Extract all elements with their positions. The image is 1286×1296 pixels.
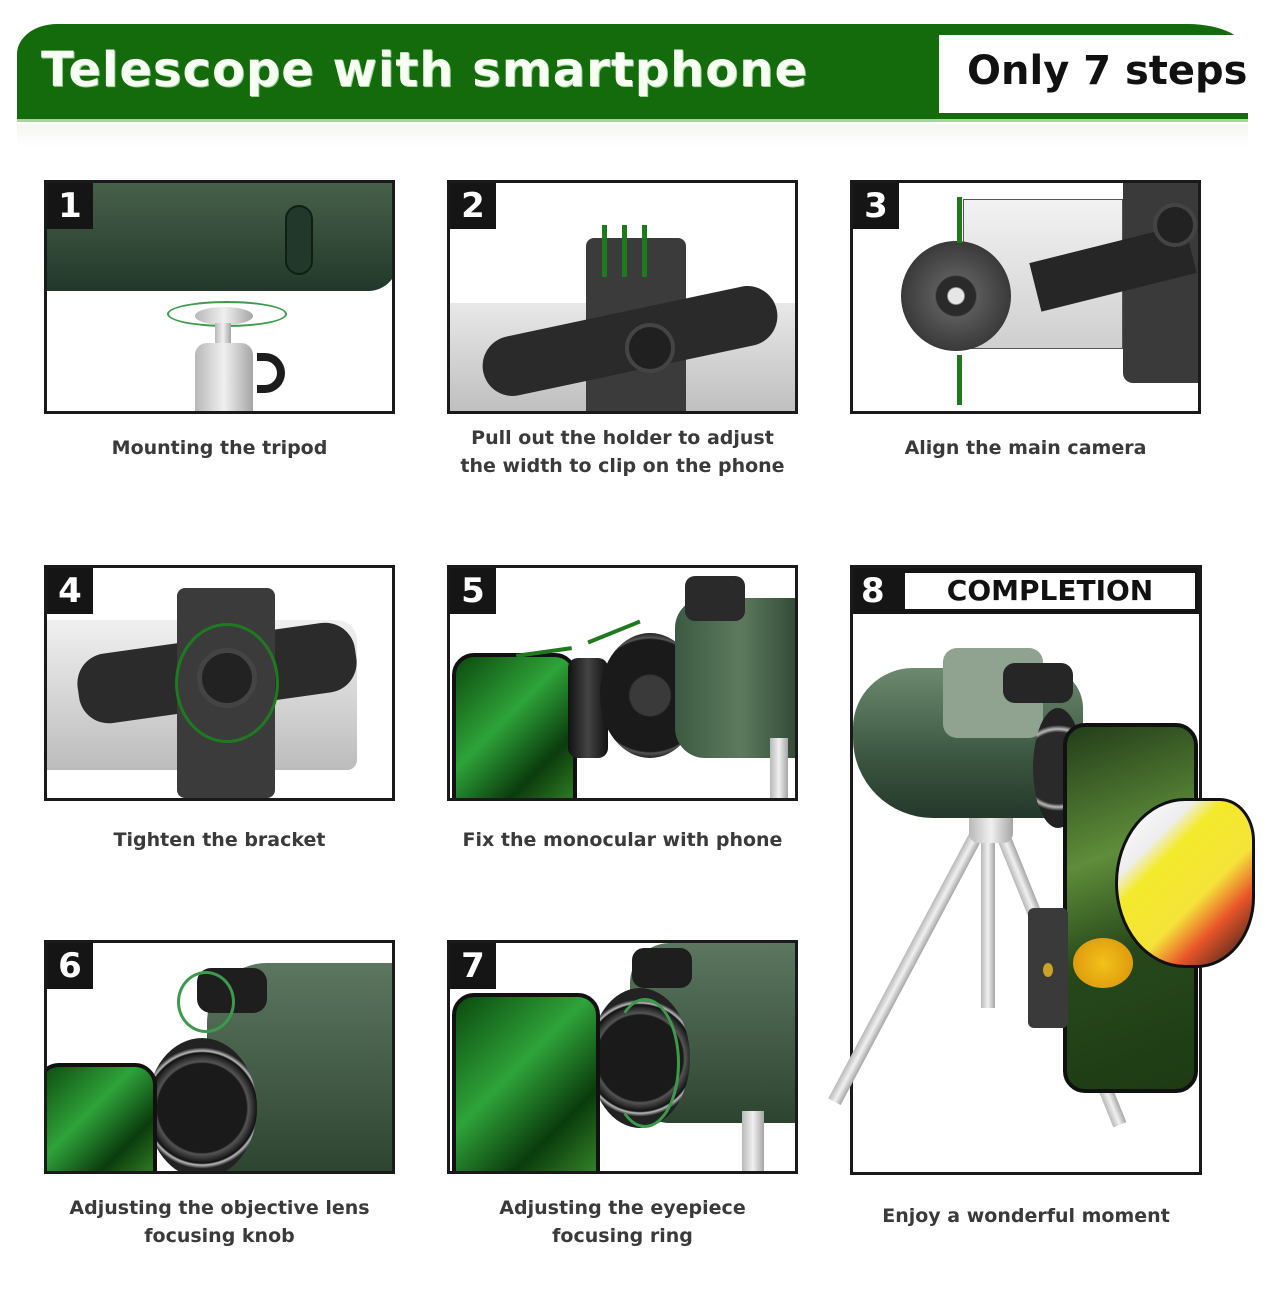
- step-5-number: 5: [450, 568, 496, 614]
- step-2-panel: 2: [447, 180, 798, 414]
- step-1-caption: Mounting the tripod: [111, 437, 328, 459]
- header-divider: [17, 124, 1248, 148]
- header-banner: Telescope with smartphone Only 7 steps: [17, 24, 1248, 122]
- steps-badge-text: Only 7 steps: [967, 48, 1248, 94]
- step-7-caption-line-1: Adjusting the eyepiece: [499, 1197, 746, 1219]
- step-6-number: 6: [47, 943, 93, 989]
- step-7-panel: 7: [447, 940, 798, 1174]
- step-8-panel: 8 COMPLETION: [828, 565, 1255, 1175]
- step-7-caption: Adjusting the eyepiece focusing ring: [447, 1194, 798, 1250]
- step-6-caption-line-2: focusing knob: [144, 1225, 295, 1247]
- step-5-panel: 5: [447, 565, 798, 801]
- eyepiece-focus-illustration: [450, 943, 795, 1171]
- page-title: Telescope with smartphone: [41, 42, 809, 98]
- step-1-number: 1: [47, 183, 93, 229]
- phone-holder-illustration: [450, 183, 795, 411]
- completion-illustration: [828, 568, 1255, 1172]
- step-7-caption-line-2: focusing ring: [552, 1225, 693, 1247]
- step-3-number: 3: [853, 183, 899, 229]
- steps-badge: Only 7 steps: [939, 35, 1248, 113]
- step-2-caption-line-2: the width to clip on the phone: [460, 455, 785, 477]
- align-camera-illustration: [853, 183, 1198, 411]
- step-6-caption: Adjusting the objective lens focusing kn…: [44, 1194, 395, 1250]
- monocular-tripod-illustration: [47, 183, 392, 411]
- step-3-panel: 3: [850, 180, 1201, 414]
- step-6-caption-line-1: Adjusting the objective lens: [69, 1197, 370, 1219]
- completion-header: 8 COMPLETION: [853, 568, 1199, 614]
- step-4-number: 4: [47, 568, 93, 614]
- step-2-caption-line-1: Pull out the holder to adjust: [471, 427, 774, 449]
- step-8-caption: Enjoy a wonderful moment: [882, 1205, 1170, 1227]
- fix-monocular-illustration: [450, 568, 795, 798]
- step-1-panel: 1: [44, 180, 395, 414]
- step-4-panel: 4: [44, 565, 395, 801]
- objective-focus-illustration: [47, 943, 392, 1171]
- step-2-number: 2: [450, 183, 496, 229]
- step-2-caption: Pull out the holder to adjust the width …: [447, 424, 798, 480]
- step-5-caption: Fix the monocular with phone: [462, 829, 783, 851]
- step-6-panel: 6: [44, 940, 395, 1174]
- butterfly-image: [1115, 798, 1255, 968]
- tighten-bracket-illustration: [47, 568, 392, 798]
- completion-title: COMPLETION: [905, 573, 1195, 609]
- step-8-number: 8: [861, 571, 885, 611]
- step-4-caption: Tighten the bracket: [113, 829, 326, 851]
- step-7-number: 7: [450, 943, 496, 989]
- step-3-caption: Align the main camera: [904, 437, 1147, 459]
